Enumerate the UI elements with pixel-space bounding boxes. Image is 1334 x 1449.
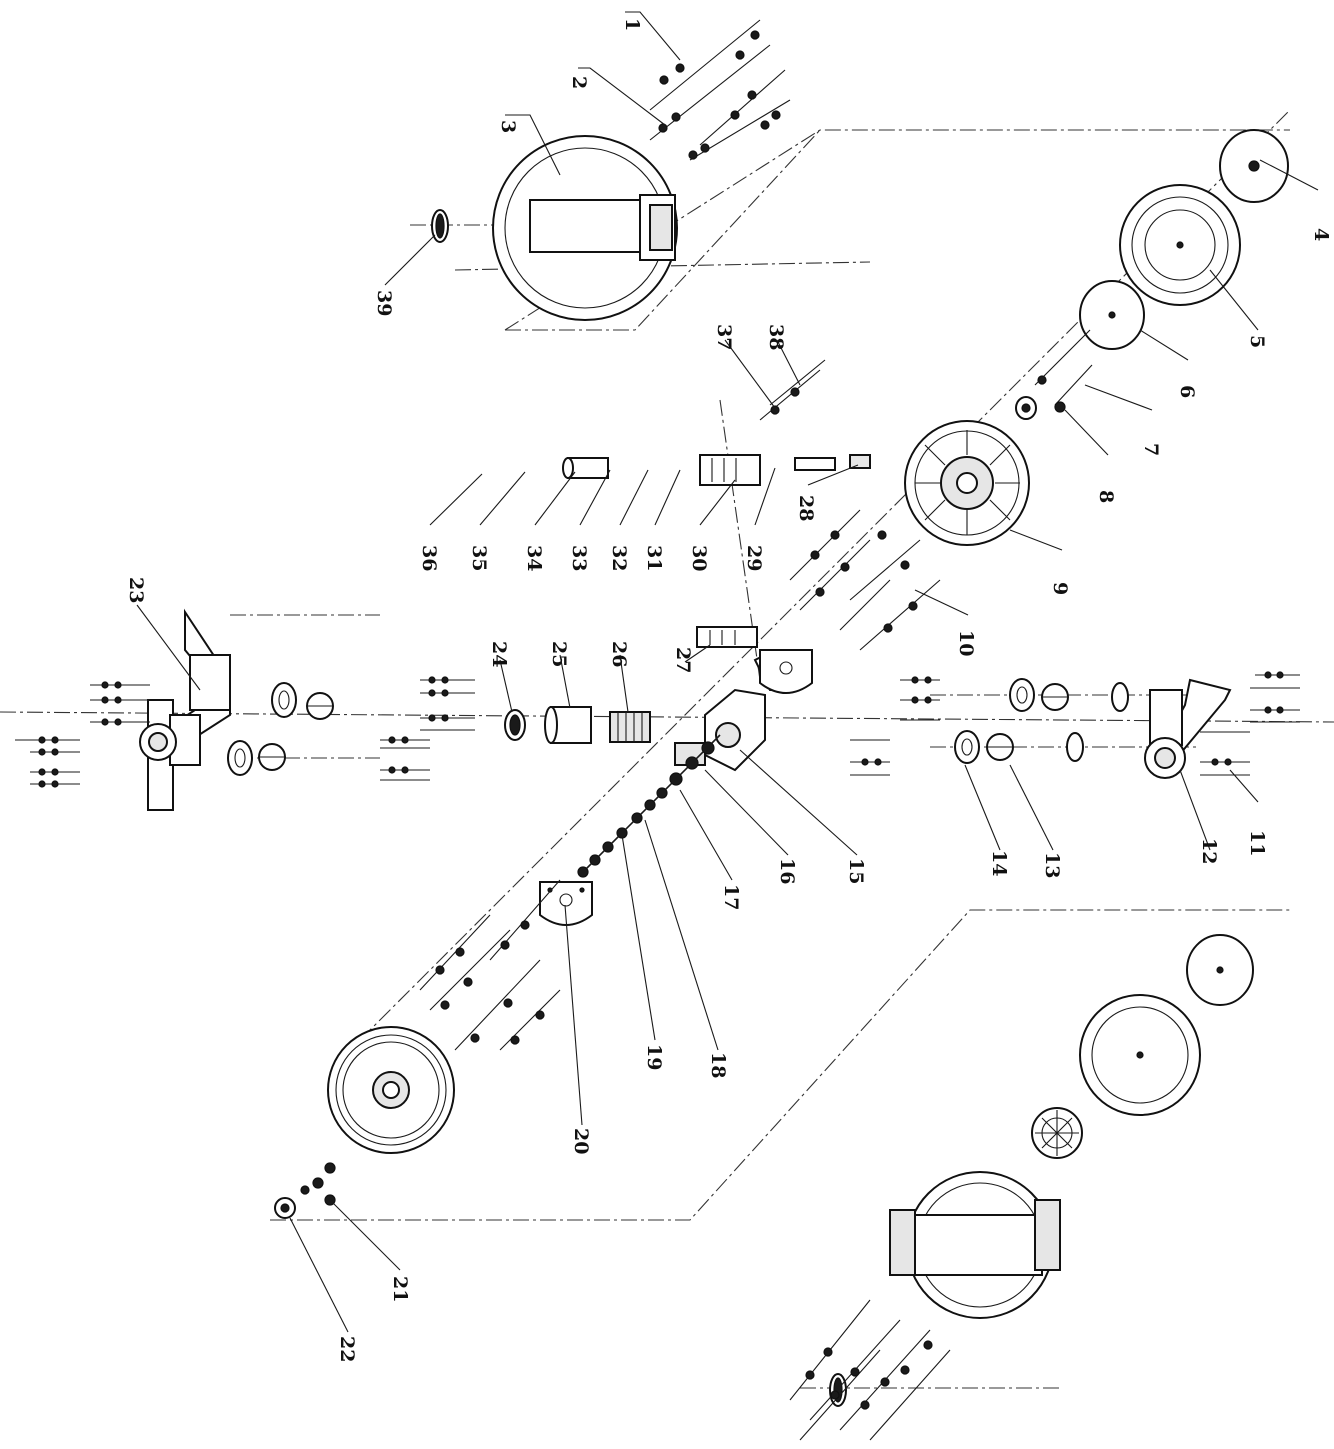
callout-26: 26 bbox=[608, 641, 630, 667]
upper-housing bbox=[431, 135, 678, 321]
callout-20: 20 bbox=[570, 1128, 592, 1154]
callout-31: 31 bbox=[643, 545, 665, 571]
spool-rod bbox=[577, 734, 721, 878]
callout-35: 35 bbox=[468, 545, 490, 571]
callout-29: 29 bbox=[743, 545, 765, 571]
callout-14: 14 bbox=[988, 850, 1010, 876]
callout-33: 33 bbox=[568, 545, 590, 571]
callout-labels: 1 2 3 4 5 6 7 8 9 10 11 12 13 14 15 16 1… bbox=[125, 18, 1332, 1362]
left-manifold bbox=[139, 608, 334, 811]
right-manifold bbox=[954, 678, 1232, 779]
callout-28: 28 bbox=[795, 495, 817, 521]
upper-cover-plates bbox=[1079, 129, 1289, 350]
callout-30: 30 bbox=[688, 545, 710, 571]
callout-21: 21 bbox=[389, 1276, 411, 1302]
callout-23: 23 bbox=[125, 577, 147, 603]
callout-22: 22 bbox=[336, 1336, 358, 1362]
callout-19: 19 bbox=[643, 1044, 665, 1070]
callout-17: 17 bbox=[720, 884, 742, 910]
callout-8: 8 bbox=[1095, 490, 1117, 503]
callout-12: 12 bbox=[1198, 838, 1220, 864]
callout-25: 25 bbox=[548, 641, 570, 667]
callout-9: 9 bbox=[1049, 582, 1071, 595]
callout-37: 37 bbox=[713, 324, 735, 350]
callout-32: 32 bbox=[608, 545, 630, 571]
callout-3: 3 bbox=[497, 120, 519, 133]
callout-10: 10 bbox=[955, 630, 977, 656]
callout-1: 1 bbox=[621, 18, 643, 31]
callout-34: 34 bbox=[523, 545, 545, 571]
callout-13: 13 bbox=[1041, 852, 1063, 878]
callout-6: 6 bbox=[1176, 385, 1198, 398]
callout-16: 16 bbox=[776, 858, 798, 884]
lower-right-housing bbox=[829, 934, 1254, 1407]
callout-5: 5 bbox=[1246, 335, 1268, 348]
callout-36: 36 bbox=[418, 545, 440, 571]
callout-38: 38 bbox=[765, 324, 787, 350]
callout-4: 4 bbox=[1310, 228, 1332, 241]
lower-left-cover bbox=[274, 1026, 455, 1219]
callout-24: 24 bbox=[488, 641, 510, 667]
callout-11: 11 bbox=[1246, 830, 1268, 856]
callout-27: 27 bbox=[672, 647, 694, 673]
fasteners bbox=[15, 19, 1300, 1441]
callout-15: 15 bbox=[845, 858, 867, 884]
leader-lines bbox=[136, 11, 1319, 1333]
callout-39: 39 bbox=[373, 290, 395, 316]
callout-18: 18 bbox=[707, 1052, 729, 1078]
center-housing bbox=[904, 396, 1037, 546]
callout-2: 2 bbox=[568, 76, 590, 89]
mounting-brackets bbox=[539, 649, 813, 926]
section-outlines bbox=[270, 129, 1290, 1221]
callout-7: 7 bbox=[1140, 443, 1162, 456]
